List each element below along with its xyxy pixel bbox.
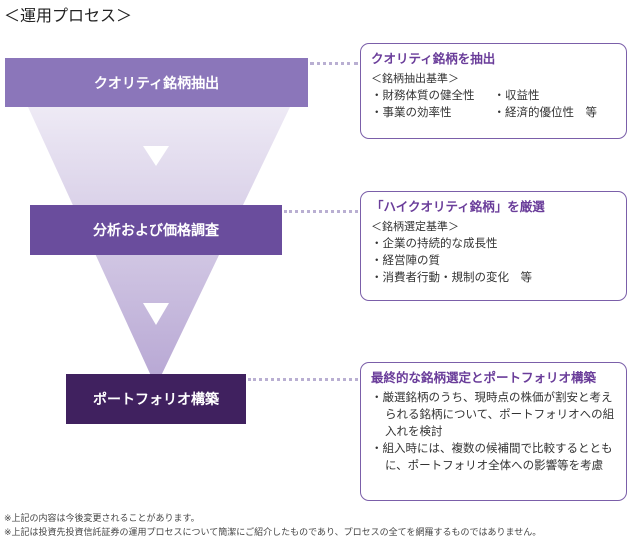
list-item: ・事業の効率性	[371, 105, 452, 119]
connector	[310, 62, 358, 65]
footnotes: ※上記の内容は今後変更されることがあります。 ※上記は投資先投資信託証券の運用プ…	[4, 512, 541, 540]
panel-heading: クオリティ銘柄を抽出	[371, 51, 496, 66]
list-item: ・組入時には、複数の候補間で比較するとともに、ポートフォリオ全体への影響等を考慮	[371, 441, 613, 472]
stage-quality-extraction: クオリティ銘柄抽出	[5, 58, 308, 107]
connector	[284, 210, 358, 213]
list-item: ・厳選銘柄のうち、現時点の株価が割安と考えられる銘柄について、ポートフォリオへの…	[371, 390, 615, 438]
list-item: ・経営陣の質	[371, 253, 440, 267]
panel-heading: 「ハイクオリティ銘柄」を厳選	[371, 199, 545, 214]
list-item: ・経済的優位性 等	[493, 105, 598, 119]
stage-label: ポートフォリオ構築	[93, 392, 219, 408]
connector	[248, 378, 358, 381]
stage-label: 分析および価格調査	[93, 223, 219, 239]
list-item: ・企業の持続的な成長性	[371, 236, 498, 250]
list-item: ・財務体質の健全性	[371, 88, 475, 102]
panel-portfolio: 最終的な銘柄選定とポートフォリオ構築 ・厳選銘柄のうち、現時点の株価が割安と考え…	[360, 362, 627, 501]
footnote: ※上記の内容は今後変更されることがあります。	[4, 514, 200, 524]
criteria-label: ＜銘柄選定基準＞	[371, 220, 459, 233]
list-item: ・収益性	[493, 88, 540, 102]
stage-portfolio-construction: ポートフォリオ構築	[66, 374, 246, 424]
panel-extraction: クオリティ銘柄を抽出 ＜銘柄抽出基準＞ ・財務体質の健全性 ・収益性 ・事業の効率…	[360, 43, 627, 139]
down-arrow-icon	[143, 303, 169, 325]
panel-heading: 最終的な銘柄選定とポートフォリオ構築	[371, 370, 597, 385]
stage-label: クオリティ銘柄抽出	[93, 75, 220, 92]
down-arrow-icon	[143, 146, 169, 166]
panel-selection: 「ハイクオリティ銘柄」を厳選 ＜銘柄選定基準＞ ・企業の持続的な成長性 ・経営陣…	[360, 191, 627, 301]
list-item: ・消費者行動・規制の変化 等	[371, 270, 532, 284]
footnote: ※上記は投資先投資信託証券の運用プロセスについて簡潔にご紹介したものであり、プロ…	[4, 528, 542, 538]
criteria-label: ＜銘柄抽出基準＞	[371, 72, 459, 85]
stage-analysis: 分析および価格調査	[30, 205, 282, 255]
diagram-title: ＜運用プロセス＞	[4, 6, 133, 25]
